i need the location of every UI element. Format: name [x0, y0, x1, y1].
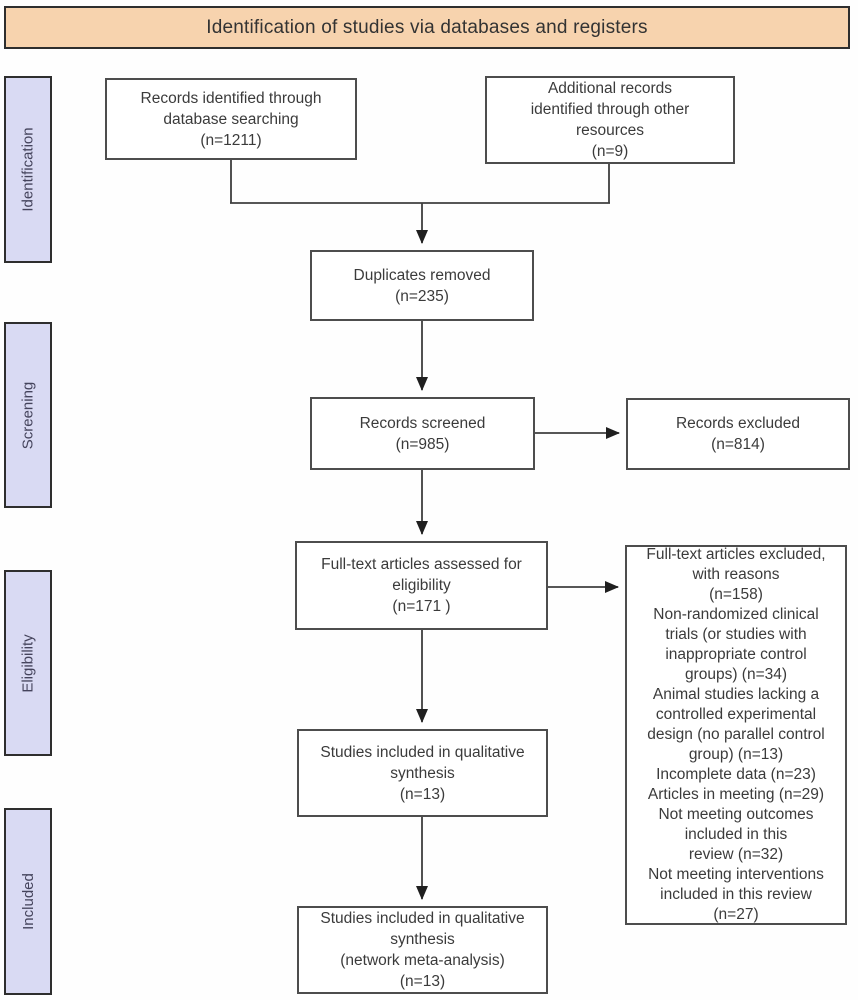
stage-screening: Screening	[4, 322, 52, 508]
duplicates-removed-box: Duplicates removed (n=235)	[310, 250, 534, 321]
stage-eligibility: Eligibility	[4, 570, 52, 756]
fulltext-excluded-box: Full-text articles excluded, with reason…	[625, 545, 847, 925]
stage-screening-label: Screening	[19, 381, 37, 449]
records-identified-box: Records identified through database sear…	[105, 78, 357, 160]
stage-identification: Identification	[4, 76, 52, 263]
stage-included: Included	[4, 808, 52, 995]
records-screened-box: Records screened (n=985)	[310, 397, 535, 470]
additional-records-box: Additional records identified through ot…	[485, 76, 735, 164]
diagram-title-banner: Identification of studies via databases …	[4, 6, 850, 49]
fulltext-assessed-box: Full-text articles assessed for eligibil…	[295, 541, 548, 630]
stage-included-label: Included	[19, 873, 37, 930]
qualitative-synthesis-box: Studies included in qualitative synthesi…	[297, 729, 548, 817]
stage-identification-label: Identification	[19, 127, 37, 212]
network-meta-analysis-box: Studies included in qualitative synthesi…	[297, 906, 548, 994]
stage-eligibility-label: Eligibility	[19, 633, 37, 693]
records-excluded-box: Records excluded (n=814)	[626, 398, 850, 470]
